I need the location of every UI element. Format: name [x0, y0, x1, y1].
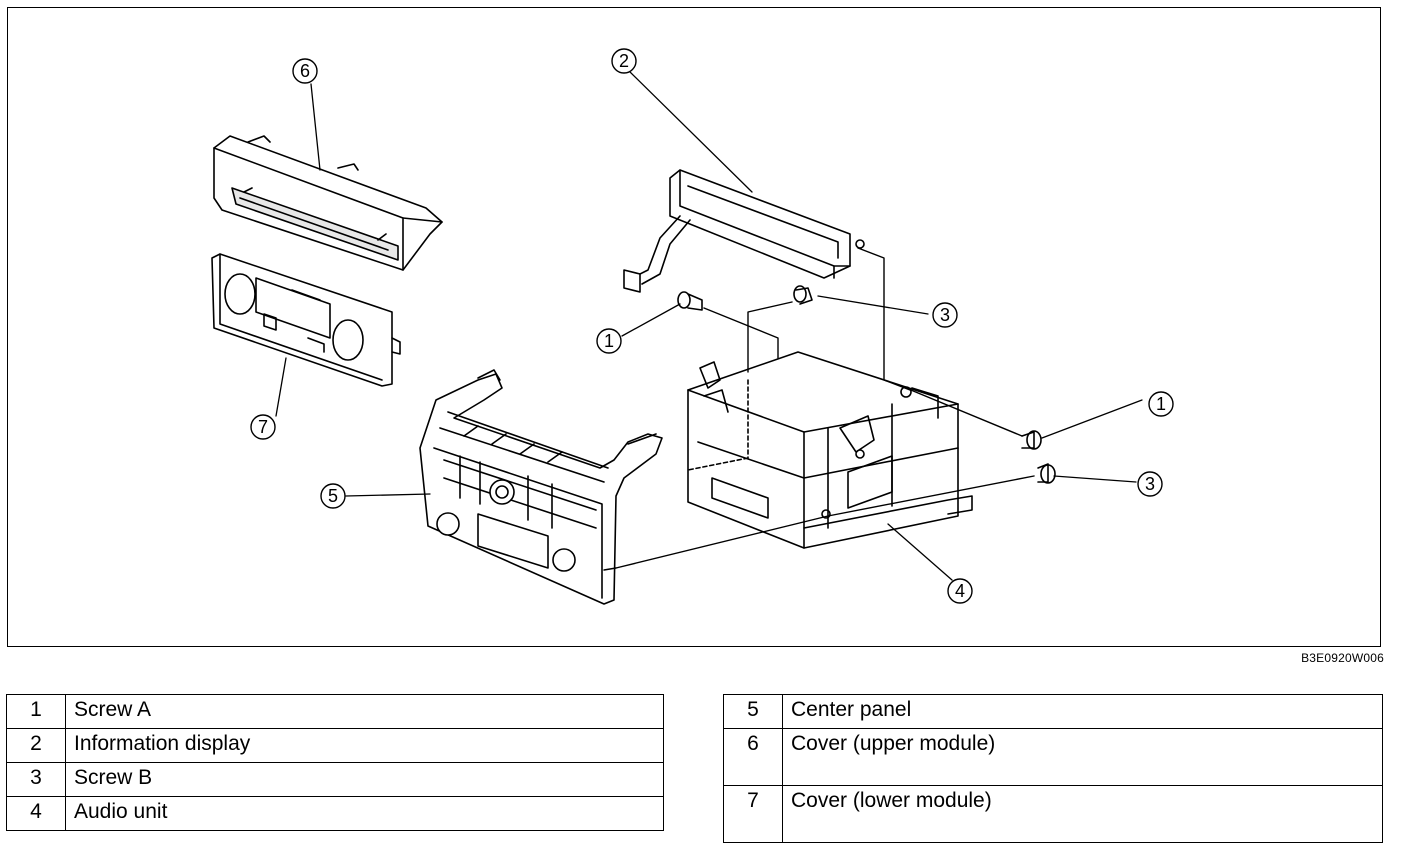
callout-7-number: 7 [258, 417, 268, 437]
legend-number: 5 [723, 694, 783, 729]
callout-2-number: 2 [619, 51, 629, 71]
legend-label: Center panel [782, 694, 1383, 729]
assembly-lines [603, 247, 1035, 571]
screws [677, 285, 1056, 484]
legend-label: Screw B [65, 762, 664, 797]
legend-row: 6 Cover (upper module) [723, 728, 1383, 786]
legend-label: Information display [65, 728, 664, 763]
callout-7: 7 [250, 414, 276, 440]
legend-row: 1 Screw A [6, 694, 664, 729]
callout-1-right-number: 1 [1156, 394, 1166, 414]
screw-a-upper [677, 291, 703, 311]
audio-unit [687, 351, 973, 549]
legend-number: 3 [6, 762, 66, 797]
screw-b-right [1037, 463, 1056, 484]
figure-code: B3E0920W006 [1301, 651, 1384, 665]
legend-number: 4 [6, 796, 66, 831]
callout-5-number: 5 [328, 486, 338, 506]
callouts: 6 2 3 1 1 3 7 [250, 48, 1174, 604]
legend-number: 7 [723, 785, 783, 843]
callout-3-upper: 3 [932, 302, 958, 328]
callout-1-left-number: 1 [604, 331, 614, 351]
callout-3-right: 3 [1137, 471, 1163, 497]
callout-1-left: 1 [596, 328, 622, 354]
callout-6-number: 6 [300, 61, 310, 81]
screw-a-right [1021, 430, 1042, 450]
diagram-frame: 6 2 3 1 1 3 7 [7, 7, 1381, 647]
callout-2: 2 [611, 48, 637, 74]
legend-row: 2 Information display [6, 728, 664, 763]
legend-row: 3 Screw B [6, 762, 664, 797]
callout-4: 4 [947, 578, 973, 604]
callout-3-right-number: 3 [1145, 474, 1155, 494]
cover-upper-module [213, 135, 443, 271]
legend-table-right: 5 Center panel 6 Cover (upper module) 7 … [723, 694, 1383, 843]
callout-4-number: 4 [955, 581, 965, 601]
legend-label: Screw A [65, 694, 664, 729]
legend-row: 4 Audio unit [6, 796, 664, 831]
legend-number: 2 [6, 728, 66, 763]
legend-label: Cover (upper module) [782, 728, 1383, 786]
legend-label: Audio unit [65, 796, 664, 831]
legend-label: Cover (lower module) [782, 785, 1383, 843]
legend-row: 5 Center panel [723, 694, 1383, 729]
cover-lower-module [211, 253, 401, 387]
center-panel [419, 369, 663, 605]
legend-row: 7 Cover (lower module) [723, 785, 1383, 843]
callout-6: 6 [292, 58, 318, 84]
legend-table-left: 1 Screw A 2 Information display 3 Screw … [6, 694, 664, 831]
exploded-view-drawing: 6 2 3 1 1 3 7 [211, 48, 1174, 605]
information-display [623, 169, 865, 293]
leader-lines [275, 69, 1143, 581]
legend-number: 6 [723, 728, 783, 786]
screw-b-upper [793, 285, 813, 305]
callout-3-upper-number: 3 [940, 305, 950, 325]
legend-number: 1 [6, 694, 66, 729]
callout-5: 5 [320, 483, 346, 509]
callout-1-right: 1 [1148, 391, 1174, 417]
